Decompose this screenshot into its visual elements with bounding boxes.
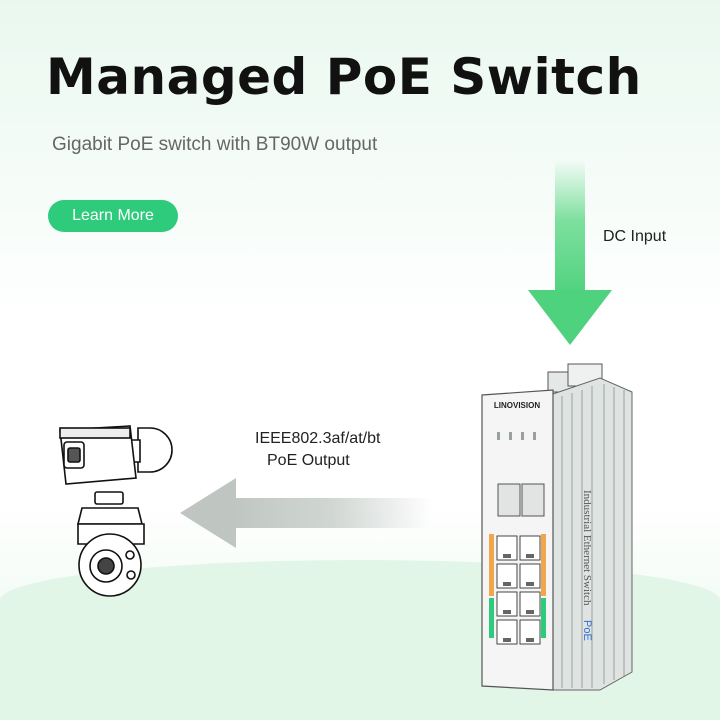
poe-output-arrow-icon — [180, 478, 432, 548]
bullet-camera-icon — [59, 425, 173, 485]
poe-output-text: PoE Output — [267, 452, 350, 469]
ptz-dome-camera-icon — [76, 491, 145, 597]
poe-output-label: IEEE802.3af/at/bt PoE Output — [255, 428, 380, 472]
dc-input-arrow-icon — [528, 160, 612, 345]
device-side-text: Industrial Ethernet Switch — [581, 490, 593, 606]
page-subtitle: Gigabit PoE switch with BT90W output — [52, 134, 378, 155]
device-poe-badge: PoE — [581, 620, 593, 641]
poe-standard-text: IEEE802.3af/at/bt — [255, 430, 381, 447]
dc-input-label: DC Input — [603, 228, 667, 245]
poe-switch-device — [481, 363, 633, 691]
device-brand-text: LINOVISION — [494, 401, 540, 410]
learn-more-button[interactable]: Learn More — [48, 200, 178, 232]
page-title: Managed PoE Switch — [46, 48, 642, 106]
